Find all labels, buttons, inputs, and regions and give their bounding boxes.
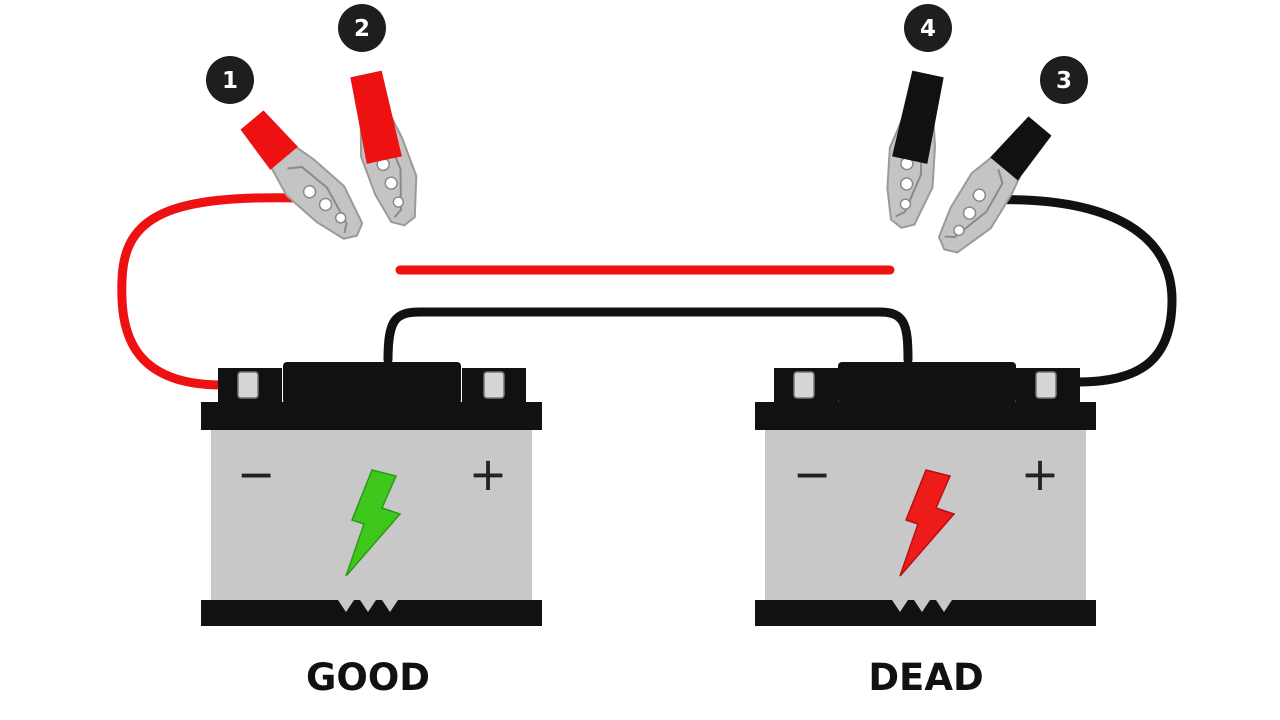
clamp-2 (350, 70, 427, 233)
dead-battery-terminal-negative (774, 368, 838, 402)
dead-battery-plus-sign: + (1021, 447, 1060, 501)
clamp-4 (873, 70, 949, 234)
svg-text:3: 3 (1056, 68, 1072, 94)
dead-battery: − + (755, 362, 1096, 626)
lightning-bolt-icon (345, 469, 402, 577)
dead-battery-label: DEAD (868, 656, 983, 699)
step-badge-2: 2 (338, 4, 386, 52)
svg-text:1: 1 (222, 68, 238, 94)
svg-text:2: 2 (354, 16, 370, 42)
good-battery-minus-sign: − (237, 447, 276, 501)
step-badge-1: 1 (206, 56, 254, 104)
good-battery-label: GOOD (306, 656, 430, 699)
step-badge-3: 3 (1040, 56, 1088, 104)
good-battery-terminal-positive (218, 368, 282, 402)
red-cable-good (117, 193, 305, 390)
svg-text:4: 4 (920, 16, 936, 42)
black-cable-middle (383, 307, 913, 365)
good-battery: − + (201, 362, 542, 626)
clamp-3 (921, 116, 1052, 265)
step-badge-4: 4 (904, 4, 952, 52)
dead-battery-minus-sign: − (793, 447, 832, 501)
good-battery-terminal-negative (462, 368, 526, 402)
clamp-1 (240, 110, 375, 255)
black-cable-dead (980, 195, 1177, 387)
lightning-bolt-icon (899, 469, 956, 577)
dead-battery-terminal-positive (1016, 368, 1080, 402)
good-battery-plus-sign: + (469, 447, 508, 501)
